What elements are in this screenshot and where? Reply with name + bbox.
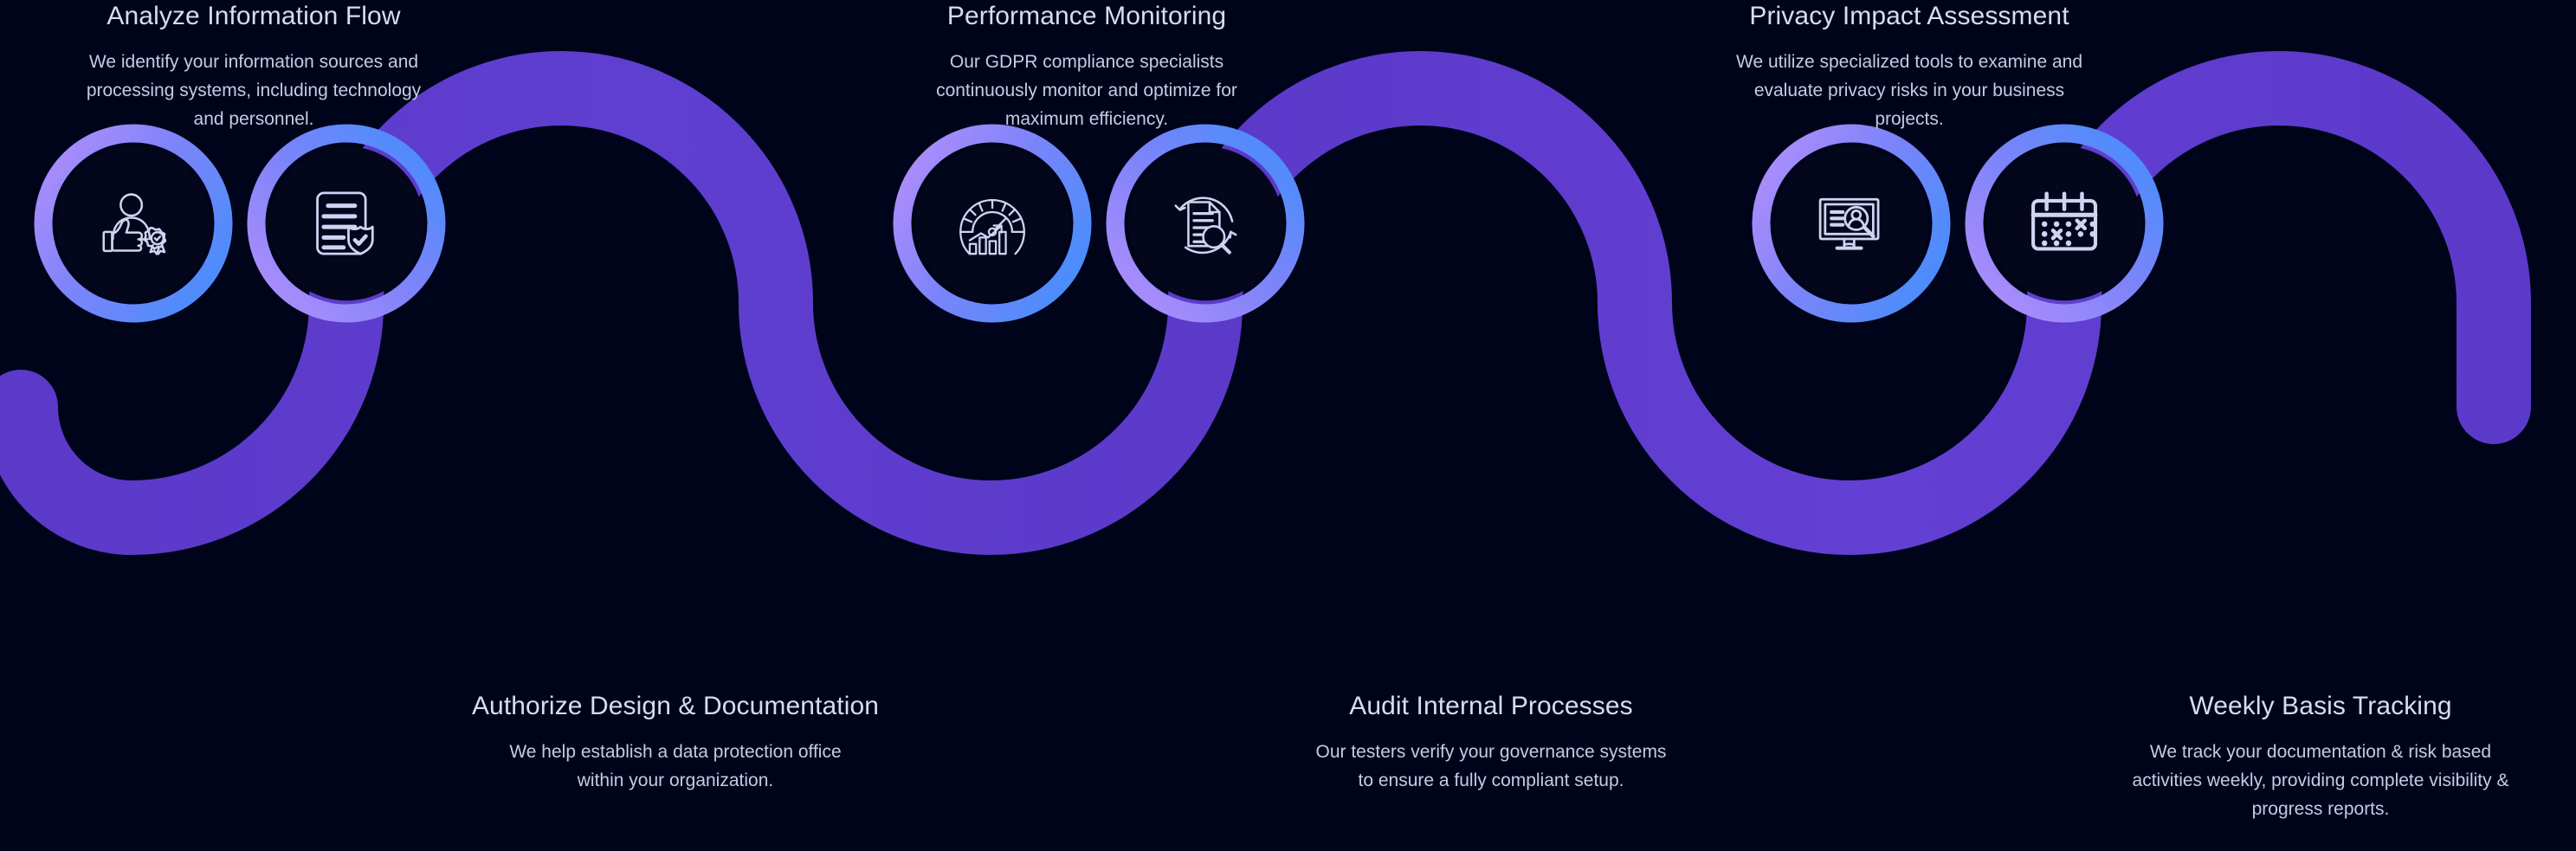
step-description-6: We track your documentation & risk based… xyxy=(2132,741,2509,819)
step-label-6: Weekly Basis Tracking We track your docu… xyxy=(2043,690,2576,823)
step-node-1[interactable] xyxy=(29,119,237,327)
step-description-5: We utilize specialized tools to examine … xyxy=(1736,51,2082,129)
step-icon-container-6 xyxy=(1987,146,2141,300)
step-title-2: Authorize Design & Documentation xyxy=(471,692,880,720)
step-node-4[interactable] xyxy=(1101,119,1309,327)
step-node-6[interactable] xyxy=(1960,119,2168,327)
step-icon-container-3 xyxy=(915,146,1069,300)
step-description-1: We identify your information sources and… xyxy=(86,51,422,129)
step-label-1: Analyze Information Flow We identify you… xyxy=(0,0,507,133)
step-description-2: We help establish a data protection offi… xyxy=(509,741,842,790)
step-node-2[interactable] xyxy=(242,119,450,327)
step-title-4: Audit Internal Processes xyxy=(1349,692,1633,720)
step-title-6: Weekly Basis Tracking xyxy=(2189,692,2452,720)
step-title-5: Privacy Impact Assessment xyxy=(1749,2,2069,30)
person-thumbs-up-award-icon xyxy=(102,193,167,255)
step-title-1: Analyze Information Flow xyxy=(107,2,401,30)
step-label-2: Authorize Design & Documentation We help… xyxy=(398,690,952,795)
step-label-5: Privacy Impact Assessment We utilize spe… xyxy=(1650,0,2169,133)
gauge-bar-chart-icon xyxy=(959,198,1025,255)
step-node-5[interactable] xyxy=(1747,119,1955,327)
calendar-schedule-icon xyxy=(2030,191,2098,251)
step-label-3: Performance Monitoring Our GDPR complian… xyxy=(833,0,1340,133)
step-node-3[interactable] xyxy=(888,119,1096,327)
step-description-4: Our testers verify your governance syste… xyxy=(1315,741,1667,790)
step-icon-container-1 xyxy=(56,146,210,300)
monitor-person-magnifier-icon xyxy=(1818,197,1880,250)
document-shield-check-icon xyxy=(316,191,374,255)
document-magnifier-refresh-icon xyxy=(1174,197,1237,255)
step-description-3: Our GDPR compliance specialists continuo… xyxy=(936,51,1237,129)
step-icon-container-5 xyxy=(1774,146,1928,300)
step-icon-container-4 xyxy=(1128,146,1282,300)
step-icon-container-2 xyxy=(269,146,423,300)
step-label-4: Audit Internal Processes Our testers ver… xyxy=(1214,690,1768,795)
step-title-3: Performance Monitoring xyxy=(946,2,1227,30)
